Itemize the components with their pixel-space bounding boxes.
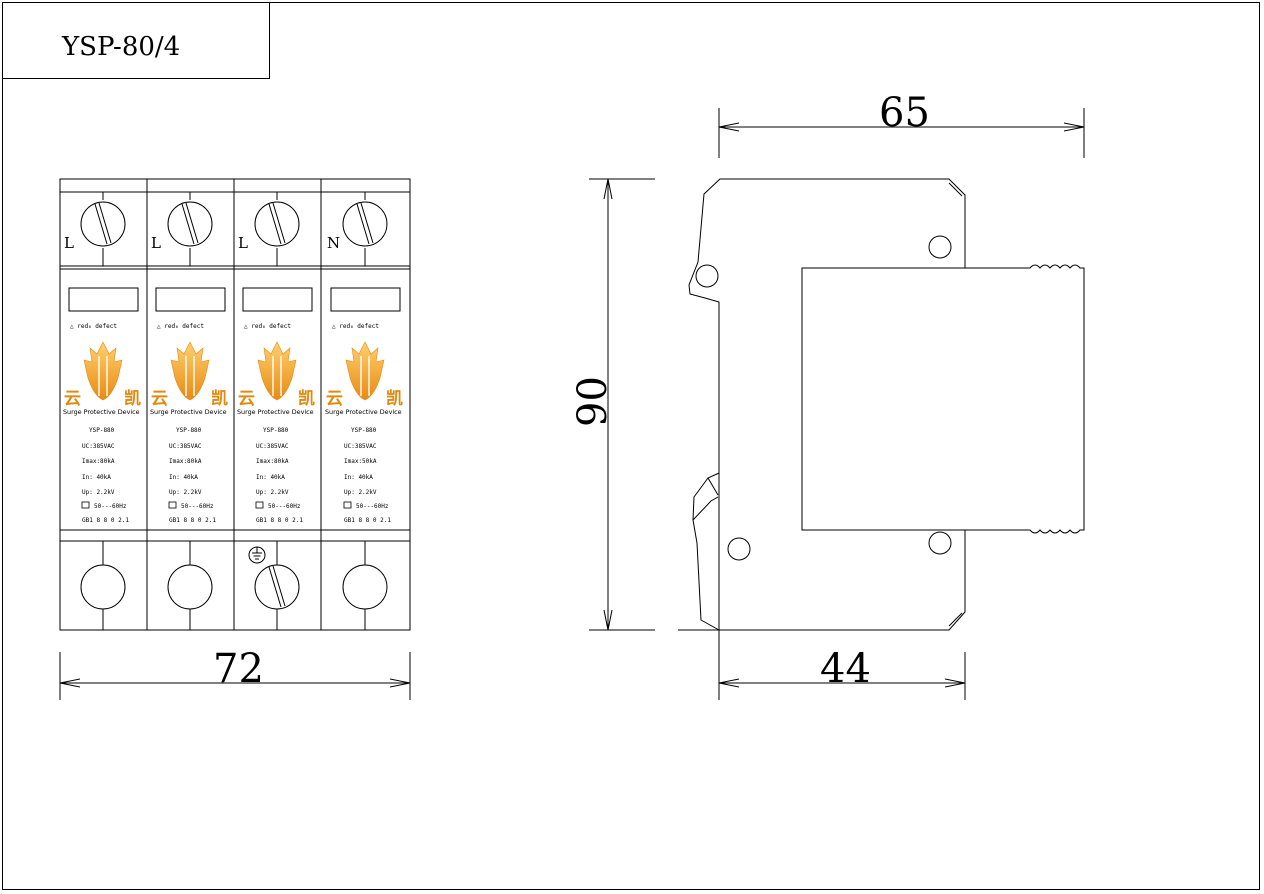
depth-dimension: 65 (718, 90, 1085, 158)
spec-up: Up: 2.2kV (256, 489, 289, 496)
side-view: 90 65 44 (570, 90, 1085, 700)
spec-in: In: 40kA (82, 474, 111, 481)
width-value: 72 (213, 646, 264, 692)
svg-text:凯: 凯 (386, 388, 403, 409)
brand-logo: 云 凯 (151, 341, 228, 409)
mount-hole-icon (928, 235, 952, 259)
spec-freq: 50---60Hz (94, 503, 127, 510)
status-window (155, 287, 226, 312)
spec-model: YSP-880 (263, 427, 289, 434)
pole-label: N (327, 234, 340, 252)
freq-icon (81, 501, 90, 509)
svg-text:凯: 凯 (298, 388, 315, 409)
mount-hole-icon (695, 264, 719, 288)
freq-icon (343, 501, 352, 509)
spec-in: In: 40kA (169, 474, 198, 481)
spec-uc: UC:385VAC (82, 443, 115, 450)
status-window (242, 287, 313, 312)
brand-logo: 云 凯 (238, 341, 315, 409)
pole-label: L (64, 234, 74, 252)
spec-freq: 50---60Hz (181, 503, 214, 510)
pole-label: L (238, 234, 248, 252)
spec-in: In: 40kA (344, 474, 373, 481)
status-window (68, 287, 139, 312)
model-title: YSP-80/4 (61, 32, 180, 62)
device-name: Surge Protective Device (237, 408, 314, 416)
brand-logo: 云 凯 (64, 341, 141, 409)
device-name: Surge Protective Device (150, 408, 227, 416)
top-terminal-screw (167, 201, 213, 247)
pole-1: L △ red₀ defect 云 凯 Surge Protective Dev… (63, 192, 141, 630)
spec-standard: GB1 8 8 0 2.1 (82, 517, 129, 524)
spec-up: Up: 2.2kV (344, 489, 377, 496)
spec-imax: Imax:80kA (169, 458, 202, 465)
freq-icon (168, 501, 177, 509)
width-dimension: 72 (59, 646, 411, 700)
indicator-text: △ red₀ defect (157, 323, 204, 330)
pole-4: N △ red₀ defect 云 凯 Surge Protective Dev… (325, 192, 403, 630)
device-name: Surge Protective Device (63, 408, 140, 416)
brand-logo: 云 凯 (326, 341, 403, 409)
status-window (330, 287, 401, 312)
device-name: Surge Protective Device (325, 408, 402, 416)
spec-imax: Imax:80kA (82, 458, 115, 465)
base-dimension: 44 (678, 629, 966, 700)
svg-text:云: 云 (64, 389, 81, 409)
spec-model: YSP-880 (351, 427, 377, 434)
top-terminal-screw (342, 201, 388, 247)
svg-text:凯: 凯 (211, 388, 228, 409)
spec-standard: GB1 8 8 0 2.1 (256, 517, 303, 524)
bottom-terminal (342, 564, 388, 610)
height-value: 90 (570, 376, 616, 427)
height-dimension: 90 (570, 178, 655, 631)
indicator-text: △ red₀ defect (70, 323, 117, 330)
svg-text:凯: 凯 (124, 388, 141, 409)
spec-uc: UC:385VAC (256, 443, 289, 450)
pole-label: L (151, 234, 161, 252)
front-view: L △ red₀ defect 云 凯 Surge Protective Dev… (59, 178, 411, 700)
spec-standard: GB1 8 8 0 2.1 (169, 517, 216, 524)
bottom-terminal (80, 564, 126, 610)
svg-text:云: 云 (326, 389, 343, 409)
mount-hole-icon (928, 531, 952, 555)
indicator-text: △ red₀ defect (244, 323, 291, 330)
top-terminal-screw (80, 201, 126, 247)
spec-model: YSP-880 (176, 427, 202, 434)
ground-symbol-icon (248, 546, 266, 564)
depth-value: 65 (879, 90, 930, 136)
spec-uc: UC:385VAC (169, 443, 202, 450)
base-value: 44 (820, 646, 871, 692)
spec-uc: UC:385VAC (344, 443, 377, 450)
spec-freq: 50---60Hz (268, 503, 301, 510)
bottom-terminal (167, 564, 213, 610)
spec-up: Up: 2.2kV (82, 489, 115, 496)
spec-model: YSP-880 (89, 427, 115, 434)
indicator-text: △ red₀ defect (332, 323, 379, 330)
spec-imax: Imax:50kA (344, 458, 377, 465)
spec-in: In: 40kA (256, 474, 285, 481)
spec-up: Up: 2.2kV (169, 489, 202, 496)
bottom-terminal-screw (254, 564, 300, 610)
pole-3: L △ red₀ defect 云 凯 Surge Protective Dev… (237, 192, 315, 630)
title-block: YSP-80/4 (2, 2, 270, 79)
spec-imax: Imax:80kA (256, 458, 289, 465)
freq-icon (255, 501, 264, 509)
top-terminal-screw (254, 201, 300, 247)
svg-text:云: 云 (238, 389, 255, 409)
mount-hole-icon (727, 537, 751, 561)
spec-freq: 50---60Hz (356, 503, 389, 510)
pole-2: L △ red₀ defect 云 凯 Surge Protective Dev… (150, 192, 228, 630)
svg-text:云: 云 (151, 389, 168, 409)
spec-standard: GB1 8 8 0 2.1 (344, 517, 391, 524)
